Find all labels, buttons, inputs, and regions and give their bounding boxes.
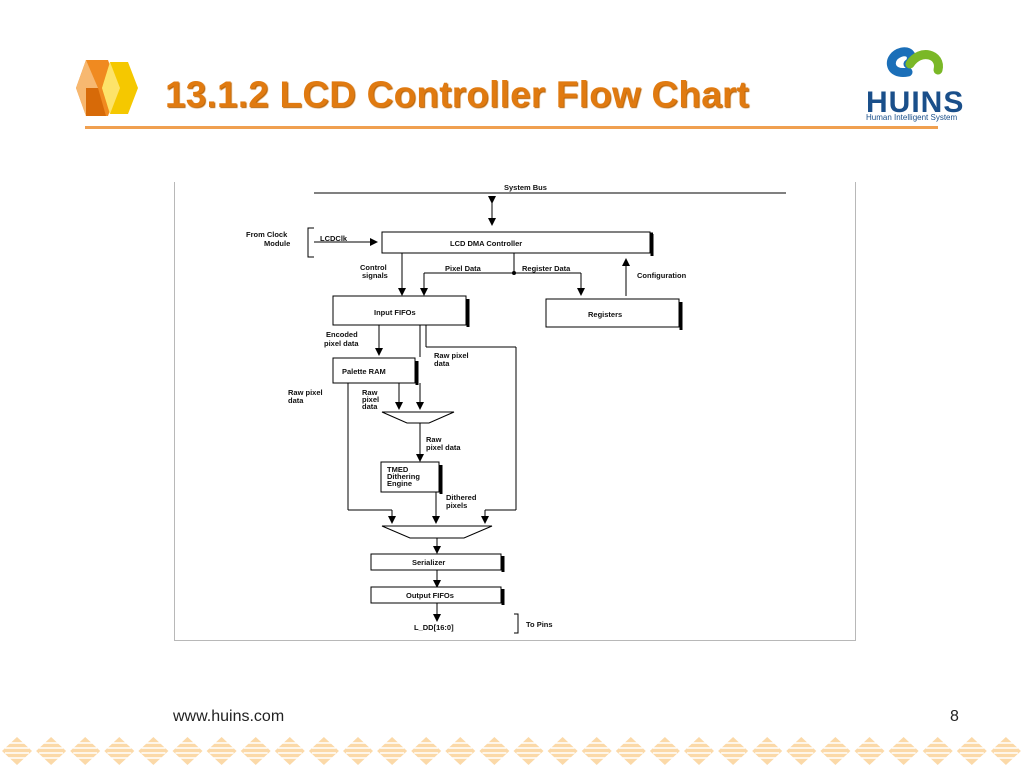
encoded-label: Encoded [326,330,358,339]
control-signals-label-2: signals [362,271,388,280]
decorative-diamond-strip [2,737,1021,765]
diamond-shape [547,737,578,765]
diagram-frame [174,182,856,641]
huins-logo-icon [887,47,943,77]
control-signals-label: Control [360,263,387,272]
diamond-shape [445,737,476,765]
configuration-label: Configuration [637,271,687,280]
input-fifos-label: Input FIFOs [374,308,416,317]
raw-pixel-right-label-2: data [434,359,450,368]
tmed-engine-box [380,461,440,493]
from-clock-label: From Clock [246,230,288,239]
palette-ram-label: Palette RAM [342,367,386,376]
diamond-shape [990,737,1021,765]
registers-box [545,298,680,328]
tmed-label-3: Engine [387,479,412,488]
diamond-shape [820,737,851,765]
diamond-shape [854,737,885,765]
serializer-box [370,553,502,571]
tmed-label-2: Dithering [387,472,420,481]
diamond-shape [36,737,67,765]
diamond-shape [172,737,203,765]
page-number: 8 [950,708,959,725]
diamond-shape [956,737,987,765]
pixel-mux-1 [381,411,455,424]
diamond-shape [308,737,339,765]
from-clock-label-2: Module [264,239,290,248]
diamond-shape [888,737,919,765]
diamond-shape [274,737,305,765]
diamond-shape [240,737,271,765]
raw-pixel-left-label: Raw pixel [288,388,323,397]
dithered-label: Dithered [446,493,477,502]
input-fifos-box [332,295,467,326]
lcdclk-label: LCDClk [320,234,348,243]
raw-mid-label: Raw [362,388,378,397]
diamond-shape [411,737,442,765]
output-fifos-label: Output FIFOs [406,591,454,600]
raw-pixel-left-label-2: data [288,396,304,405]
registers-label: Registers [588,310,622,319]
diamond-shape [206,737,237,765]
diamond-shape [581,737,612,765]
diamond-shape [922,737,953,765]
pixel-mux-2 [381,525,493,539]
to-pins-label: To Pins [526,620,553,629]
footer-url: www.huins.com [173,708,285,725]
diamond-shape [718,737,749,765]
palette-ram-box [332,357,416,384]
encoded-label-2: pixel data [324,339,359,348]
diamond-shape [513,737,544,765]
diamond-shape [343,737,373,765]
logo-wordmark: HUINS [866,86,965,119]
dma-controller-box [381,231,651,254]
diamond-shape [752,737,783,765]
raw-pixel-right-label: Raw pixel [434,351,469,360]
tmed-label: TMED [387,465,409,474]
raw-mid-label-2: pixel [362,395,379,404]
register-data-label: Register Data [522,264,571,273]
lcd-flow-diagram: System Bus From Clock Module LCDClk LCD … [246,183,786,634]
diamond-shape [479,737,510,765]
lcd-pins-label: L_DD[16:0] [414,623,454,632]
pixel-data-label: Pixel Data [445,264,482,273]
raw-mux-label-2: pixel data [426,443,461,452]
diamond-shape [786,737,817,765]
diamond-shape [649,737,680,765]
diamond-shape [138,737,169,765]
diamond-shape [684,737,714,765]
slide-title: 13.1.2 LCD Controller Flow Chart [165,74,750,115]
clock-bracket [307,227,314,258]
output-fifos-box [370,586,502,604]
raw-mux-label: Raw [426,435,442,444]
dma-controller-label: LCD DMA Controller [450,239,522,248]
hexagon-cubes-icon [76,60,138,116]
logo-tagline: Human Intelligent System [866,113,958,122]
title-underline [85,126,938,129]
diamond-shape [2,737,32,765]
diamond-shape [70,737,101,765]
serializer-label: Serializer [412,558,445,567]
raw-mid-label-3: data [362,402,378,411]
dithered-label-2: pixels [446,501,467,510]
diamond-shape [104,737,135,765]
system-bus-label: System Bus [504,183,547,192]
diamond-shape [615,737,646,765]
diamond-shape [377,737,408,765]
